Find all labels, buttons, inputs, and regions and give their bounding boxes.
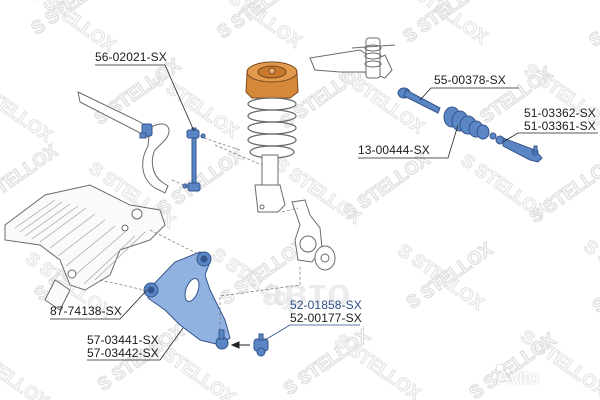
part-number: 52-01858-SX [290,298,362,312]
steering-knuckle-illustration [291,199,336,271]
part-number: 51-03361-SX [524,119,596,133]
callout-ball-joint: 52-01858-SX 52-00177-SX [290,299,362,325]
steering-rack-illustration [309,37,396,79]
tie-rod-end-part [489,132,543,163]
strut-mount-part [245,61,299,99]
part-number: 57-03442-SX [87,346,159,360]
steering-boot-part [443,106,490,140]
part-number: 56-02021-SX [95,50,167,64]
part-number: 87-74138-SX [50,304,122,318]
avito-logo-icon [495,363,512,383]
store-watermark: авто [262,272,352,314]
inner-tie-rod-part [397,87,441,114]
callout-steering-boot: 13-00444-SX [358,144,430,157]
subframe-illustration [4,184,166,311]
part-number: 52-00177-SX [290,311,362,325]
stabilizer-link-part [182,127,206,192]
callout-inner-tie-rod: 55-00378-SX [434,74,506,87]
stabilizer-bar-illustration [77,91,170,194]
callout-tie-rod-end: 51-03362-SX 51-03361-SX [524,107,596,133]
coil-spring-illustration [247,97,297,159]
ball-joint-part [253,333,269,357]
direction-arrow [230,341,250,349]
control-arm-part [143,251,231,350]
callout-stabilizer-link: 56-02021-SX [95,51,167,64]
part-number: 13-00444-SX [358,143,430,157]
callout-control-arm-bushing: 87-74138-SX [50,305,122,318]
strut-body-illustration [254,154,286,213]
callout-control-arm: 57-03441-SX 57-03442-SX [87,334,159,360]
avito-logo-text: Avito [497,368,539,389]
leader-lines [50,64,598,361]
part-number: 55-00378-SX [434,73,506,87]
part-number: 51-03362-SX [524,106,596,120]
part-number: 57-03441-SX [87,333,159,347]
